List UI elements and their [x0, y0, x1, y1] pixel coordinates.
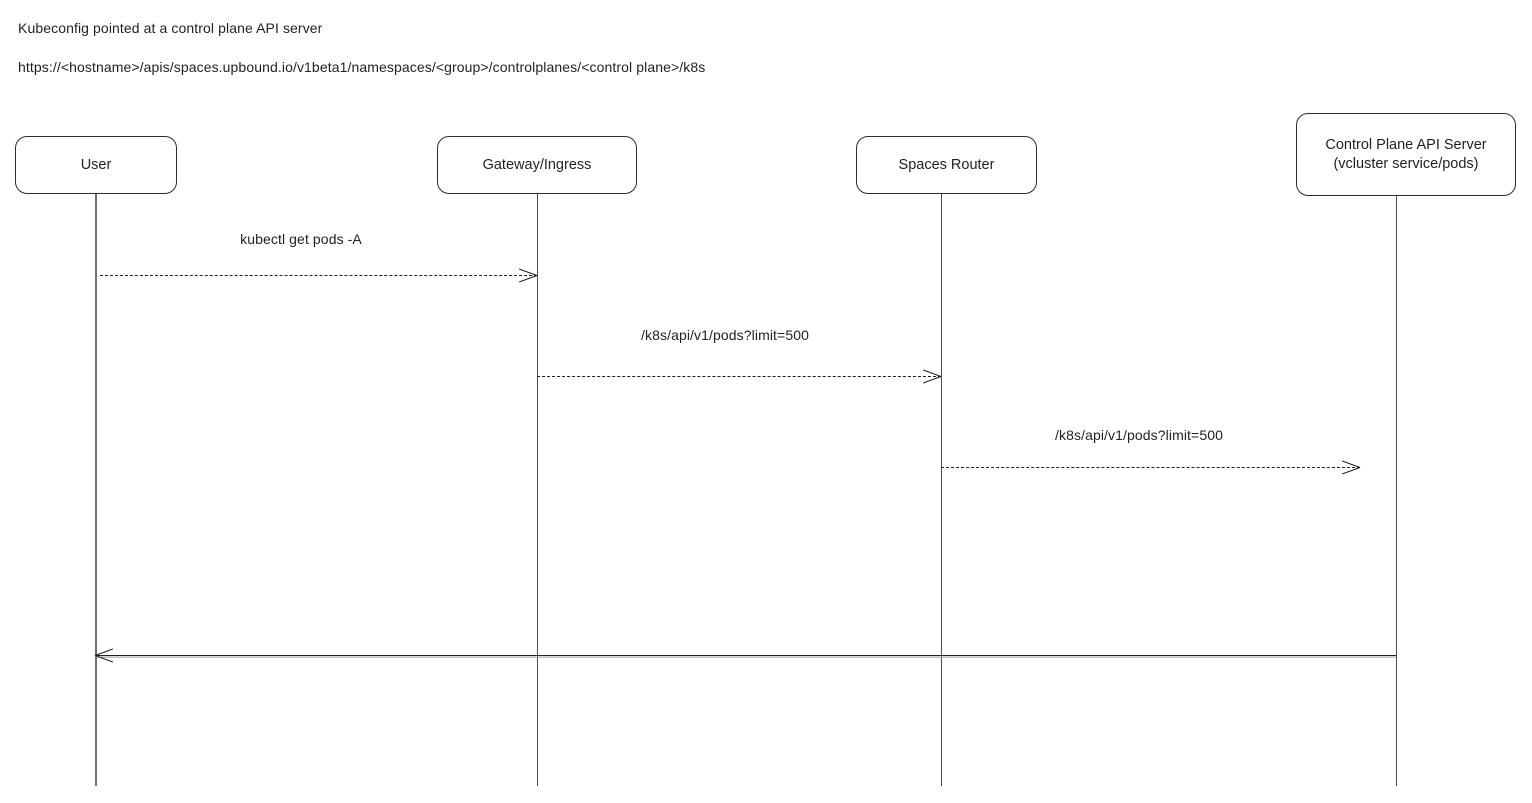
lifeline-spaces-router [941, 194, 942, 786]
message-label-m2: /k8s/api/v1/pods?limit=500 [641, 327, 809, 343]
kubeconfig-api-url: https://<hostname>/apis/spaces.upbound.i… [18, 59, 706, 75]
participant-label-user: User [80, 156, 112, 173]
lifeline-control-plane [1396, 196, 1397, 786]
participant-label-gateway: Gateway/Ingress [482, 156, 592, 173]
participant-control-plane[interactable]: Control Plane API Server(vcluster servic… [1296, 113, 1516, 196]
lifeline-user [95, 194, 97, 786]
message-line-m4 [95, 655, 1396, 656]
kubeconfig-note-title: Kubeconfig pointed at a control plane AP… [18, 20, 323, 36]
lifeline-gateway [537, 194, 538, 786]
participant-gateway[interactable]: Gateway/Ingress [437, 136, 637, 194]
message-line-m3 [941, 467, 1360, 468]
participant-spaces-router[interactable]: Spaces Router [856, 136, 1037, 194]
participant-user[interactable]: User [15, 136, 177, 194]
message-label-m1: kubectl get pods -A [240, 231, 362, 247]
participant-sublabel-control-plane: (vcluster service/pods) [1333, 155, 1479, 172]
message-line-m2 [537, 376, 941, 377]
participant-label-spaces-router: Spaces Router [898, 156, 995, 173]
message-line-m1 [100, 275, 537, 276]
message-label-m3: /k8s/api/v1/pods?limit=500 [1055, 427, 1223, 443]
participant-label-control-plane: Control Plane API Server(vcluster servic… [1325, 136, 1487, 172]
